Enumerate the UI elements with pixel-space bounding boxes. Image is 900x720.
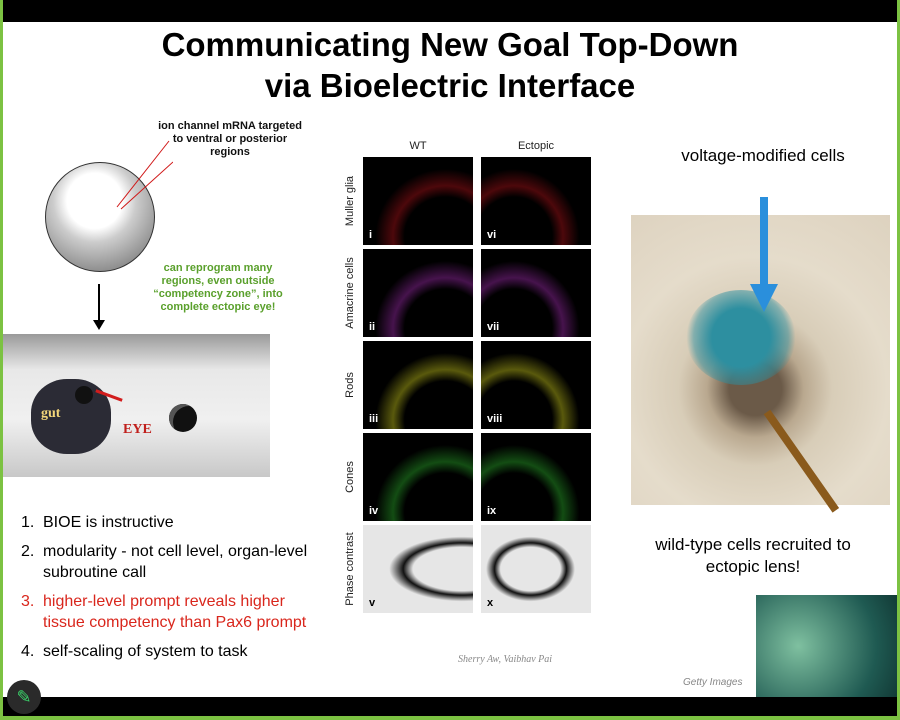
panel-label: ii <box>369 321 376 333</box>
bullet-text: modularity - not cell level, organ-level… <box>43 543 308 581</box>
ectopic-eye <box>75 386 93 404</box>
figure-panel: vi <box>481 157 591 245</box>
eye-label: EYE <box>123 422 152 437</box>
ants-image <box>756 595 897 697</box>
bullet-number: 2. <box>21 543 35 560</box>
figure-panel: viii <box>481 341 591 429</box>
bullet-item: 1. BIOE is instructive <box>21 512 321 533</box>
row-label: Cones <box>344 461 356 493</box>
panel-label: vi <box>487 229 497 241</box>
slide: Communicating New Goal Top-Down via Bioe… <box>3 22 897 697</box>
bullet-item: 3. higher-level prompt reveals higher tis… <box>21 591 321 633</box>
figure-panel: v <box>363 525 473 613</box>
gut-label: gut <box>41 406 61 421</box>
figure-panel: ii <box>363 249 473 337</box>
panel-label: v <box>369 597 376 609</box>
voltage-modified-label: voltage-modified cells <box>681 146 845 165</box>
bullet-text: BIOE is instructive <box>43 514 174 531</box>
down-arrow-head <box>93 320 105 330</box>
title-line-1: Communicating New Goal Top-Down <box>161 26 739 63</box>
blue-arrow <box>760 197 768 287</box>
bullet-item: 4. self-scaling of system to task <box>21 641 321 662</box>
title-line-2: via Bioelectric Interface <box>264 67 636 104</box>
bullet-number: 3. <box>21 593 35 610</box>
figure-panel: i <box>363 157 473 245</box>
tadpole-image: gut EYE <box>3 334 270 477</box>
figure-credit: Sherry Aw, Vaibhav Pai <box>458 654 553 665</box>
bullet-text: higher-level prompt reveals higher tissu… <box>43 593 307 631</box>
bullet-text: self-scaling of system to task <box>43 643 248 660</box>
panel-label: ix <box>487 505 497 517</box>
bullet-number: 1. <box>21 514 35 531</box>
embryo-image <box>45 162 155 272</box>
figure-panel: iii <box>363 341 473 429</box>
row-label: Phase contrast <box>344 532 356 606</box>
row-label: Rods <box>344 372 356 398</box>
injection-lines <box>116 140 173 210</box>
panel-label: i <box>369 229 373 241</box>
voltage-modified-cells <box>686 290 796 385</box>
pen-annotation-button[interactable]: ✎ <box>7 680 41 714</box>
row-label: Amacrine cells <box>344 257 356 329</box>
panel-label: vii <box>487 321 500 333</box>
figure-panel: x <box>481 525 591 613</box>
pencil-icon: ✎ <box>16 687 32 707</box>
panel-label: iii <box>369 413 379 425</box>
row-label: Muller glia <box>344 175 356 227</box>
figure-panel: ix <box>481 433 591 521</box>
bullet-list: 1. BIOE is instructive 2. modularity - not… <box>21 512 321 670</box>
panel-label: viii <box>487 413 503 425</box>
ion-channel-note: ion channel mRNA targeted to ventral or … <box>158 120 302 158</box>
panel-label: x <box>487 597 494 609</box>
blue-arrow-head <box>750 284 778 312</box>
column-header-wt: WT <box>409 140 427 152</box>
gut-region <box>31 379 111 454</box>
getty-credit: Getty Images <box>683 677 743 688</box>
figure-panel: iv <box>363 433 473 521</box>
down-arrow <box>98 284 100 324</box>
slide-title: Communicating New Goal Top-Down via Bioe… <box>3 24 897 106</box>
reprogram-note: can reprogram many regions, even outside… <box>153 262 283 313</box>
column-header-ectopic: Ectopic <box>517 140 555 152</box>
bullet-item: 2. modularity - not cell level, organ-lev… <box>21 541 321 583</box>
panel-label: iv <box>369 505 379 517</box>
figure-panel: vii <box>481 249 591 337</box>
wild-type-label: wild-type cells recruited to ectopic len… <box>655 535 851 576</box>
normal-eye <box>169 404 197 432</box>
bullet-number: 4. <box>21 643 35 660</box>
